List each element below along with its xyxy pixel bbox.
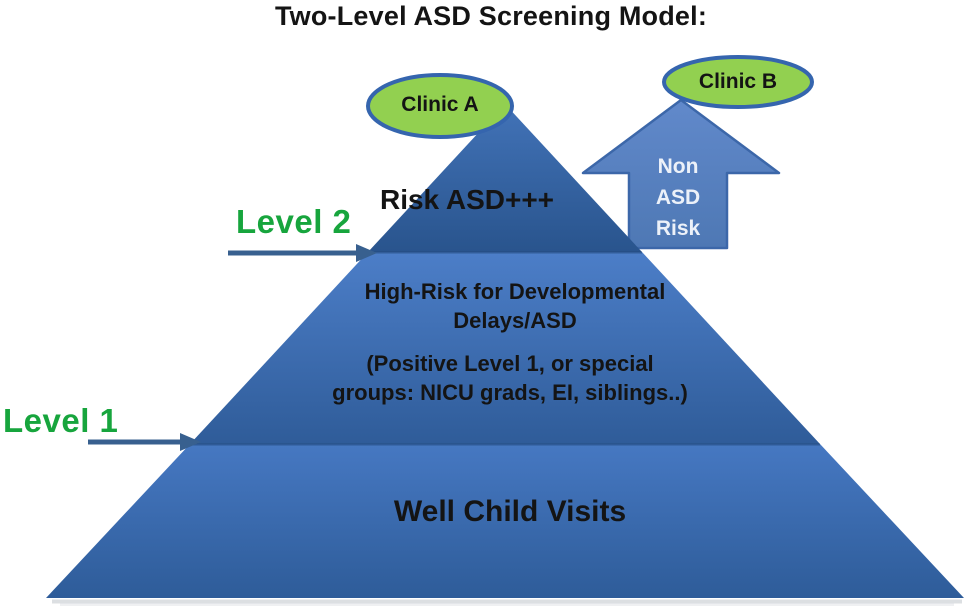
pyramid-middle-title-line1: High-Risk for Developmental xyxy=(364,279,666,304)
level2-pointer-arrow xyxy=(228,244,377,262)
diagram-title: Two-Level ASD Screening Model: xyxy=(274,1,708,31)
pyramid-middle-sub-line2: groups: NICU grads, EI, siblings..) xyxy=(332,380,688,405)
non-asd-risk-line3: Risk xyxy=(655,217,701,240)
pyramid-middle-section xyxy=(190,252,820,444)
level-2-label: Level 2 xyxy=(236,203,352,240)
non-asd-risk-label: Non ASD Risk xyxy=(629,151,727,244)
pyramid-middle-sub-line1: (Positive Level 1, or special xyxy=(366,351,654,376)
clinic-a-label: Clinic A xyxy=(401,93,479,116)
clinic-b-label: Clinic B xyxy=(698,70,778,93)
pyramid-middle-title-line2: Delays/ASD xyxy=(453,308,577,333)
pyramid-bottom-label: Well Child Visits xyxy=(393,495,627,528)
non-asd-risk-line1: Non xyxy=(657,155,699,178)
pyramid-top-section xyxy=(368,104,642,252)
pyramid-top-label: Risk ASD+++ xyxy=(379,184,555,215)
non-asd-risk-up-arrow xyxy=(581,98,781,250)
level1-pointer-arrow xyxy=(88,433,201,451)
clinic-a-oval xyxy=(366,73,514,139)
pyramid-bottom-section xyxy=(46,444,964,598)
clinic-b-oval xyxy=(662,55,814,109)
non-asd-risk-line2: ASD xyxy=(655,186,701,209)
level-1-label: Level 1 xyxy=(3,402,119,439)
